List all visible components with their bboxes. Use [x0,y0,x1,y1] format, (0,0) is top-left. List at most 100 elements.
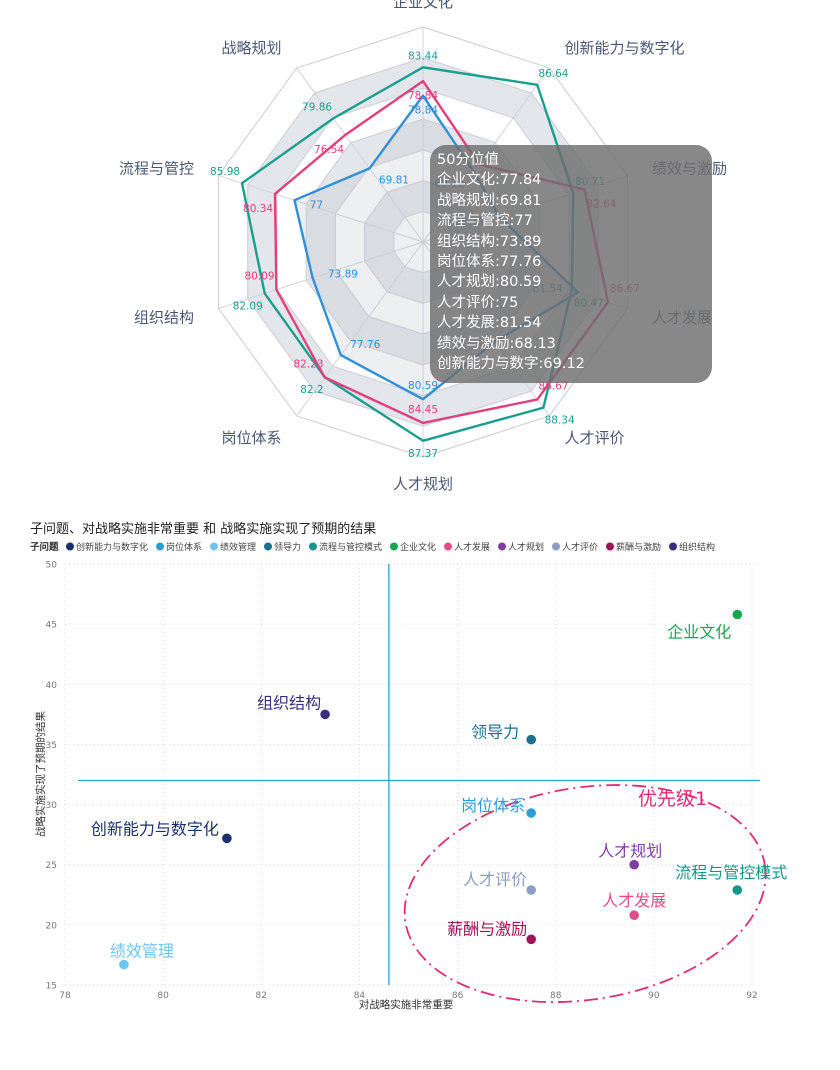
y-tick-label: 35 [46,741,57,751]
scatter-legend: 子问题创新能力与数字化岗位体系绩效管理领导力流程与管控模式企业文化人才发展人才规… [30,541,715,553]
radar-chart: 83.4486.6480.7180.4788.3487.3782.282.098… [119,0,727,493]
x-tick-label: 86 [452,991,464,1001]
scatter-point [732,609,743,620]
priority-ellipse [403,784,767,1003]
x-tick-label: 80 [157,991,169,1001]
radar-axis-label: 创新能力与数字化 [565,39,685,57]
radar-axis-label: 企业文化 [393,0,453,11]
radar-value-label: 77.76 [350,339,380,351]
scatter-point [629,859,639,870]
legend-entry: 人才规划 [508,541,544,553]
legend-swatch [552,542,560,551]
legend-entry: 岗位体系 [166,541,202,553]
tooltip-line: 企业文化:77.84 [437,172,542,189]
tooltip-title: 50分位值 [437,152,499,168]
legend-entry: 人才评价 [562,541,598,553]
scatter-point [526,808,536,818]
x-tick-label: 92 [746,991,757,1001]
y-tick-label: 50 [46,561,58,571]
legend-entry: 流程与管控模式 [319,541,382,553]
y-tick-label: 15 [46,982,57,992]
tooltip-line: 人才评价:75 [437,294,519,311]
radar-value-label: 86.67 [539,380,569,392]
tooltip-line: 组织结构:73.89 [437,233,542,250]
radar-axis-label: 组织结构 [134,308,194,326]
legend-title: 子问题 [30,541,59,553]
y-tick-label: 45 [46,621,57,631]
x-tick-label: 90 [648,991,660,1001]
radar-value-label: 82.2 [300,384,323,396]
radar-value-label: 80.59 [408,380,438,392]
legend-entry: 绩效管理 [220,541,256,553]
radar-axis-label: 岗位体系 [221,429,281,447]
scatter-point-label: 人才发展 [602,891,666,910]
scatter-point-label: 岗位体系 [461,796,525,815]
scatter-point-label: 企业文化 [667,623,731,642]
radar-value-label: 83.44 [408,50,438,62]
scatter-point-label: 薪酬与激励 [447,919,527,938]
scatter-points: 创新能力与数字化岗位体系绩效管理领导力流程与管控模式企业文化人才发展人才规划人才… [91,609,787,970]
tooltip-line: 绩效与激励:68.13 [437,335,556,352]
scatter-point-label: 流程与管控模式 [675,863,787,882]
x-axis-label: 对战略实施非常重要 [359,998,454,1011]
scatter-point [732,885,743,895]
legend-swatch [606,542,614,551]
scatter-reference-lines [78,564,760,985]
legend-swatch [309,542,317,551]
radar-axis-label: 人才规划 [393,475,453,493]
tooltip-line: 流程与管控:77 [437,213,533,230]
scatter-point-label: 绩效管理 [110,942,174,961]
legend-swatch [444,542,452,551]
scatter-point-label: 人才规划 [598,842,662,861]
scatter-point [526,885,536,895]
radar-value-label: 79.86 [302,102,332,114]
scatter-point-label: 人才评价 [463,870,527,889]
radar-value-label: 78.84 [408,90,438,102]
radar-value-label: 78.84 [408,105,438,117]
legend-swatch [264,542,272,551]
radar-value-label: 86.64 [538,68,568,80]
scatter-point [629,910,639,920]
radar-value-label: 88.34 [545,415,575,427]
radar-value-label: 84.45 [408,404,438,416]
radar-axis-label: 流程与管控 [119,160,194,178]
radar-value-label: 77 [310,200,323,212]
radar-spoke [296,67,424,243]
scatter-title: 子问题、对战略实施非常重要 和 战略实施实现了预期的结果 [30,521,376,537]
legend-entry: 薪酬与激励 [616,541,661,553]
y-tick-label: 40 [46,681,58,691]
scatter-point [119,959,129,970]
scatter-point-label: 领导力 [471,723,519,742]
radar-value-label: 82.23 [293,358,323,370]
x-tick-label: 84 [354,991,366,1001]
radar-axis-label: 人才评价 [565,429,625,447]
radar-value-label: 80.09 [244,271,274,283]
legend-swatch [498,542,506,551]
x-tick-label: 78 [59,991,71,1001]
y-axis-label: 战略实施实现了预期的结果 [34,711,47,837]
legend-swatch [390,542,398,551]
median-tooltip: 50分位值 企业文化:77.84 战略规划:69.81 流程与管控:77 组织结… [430,145,712,383]
legend-swatch [156,542,164,551]
scatter-point [320,709,330,720]
legend-swatch [66,542,74,551]
tooltip-line: 人才发展:81.54 [437,315,542,332]
radar-value-label: 80.34 [243,203,273,215]
priority-ellipse-shape [403,784,767,1003]
y-tick-label: 25 [46,861,57,871]
tooltip-line: 岗位体系:77.76 [437,254,542,271]
tooltip-line: 战略规划:69.81 [437,192,542,209]
priority-annotation: 优先级1 [638,788,707,810]
radar-value-label: 87.37 [408,448,438,460]
radar-value-label: 69.81 [379,175,409,187]
legend-entry: 人才发展 [454,541,490,553]
y-tick-label: 30 [46,801,58,811]
radar-axis-label: 战略规划 [221,39,281,57]
radar-spoke [296,241,424,417]
legend-entry: 领导力 [274,541,301,553]
legend-swatch [669,542,677,551]
tooltip-line: 人才规划:80.59 [437,274,542,291]
scatter-point [526,934,536,945]
legend-entry: 企业文化 [400,541,436,553]
